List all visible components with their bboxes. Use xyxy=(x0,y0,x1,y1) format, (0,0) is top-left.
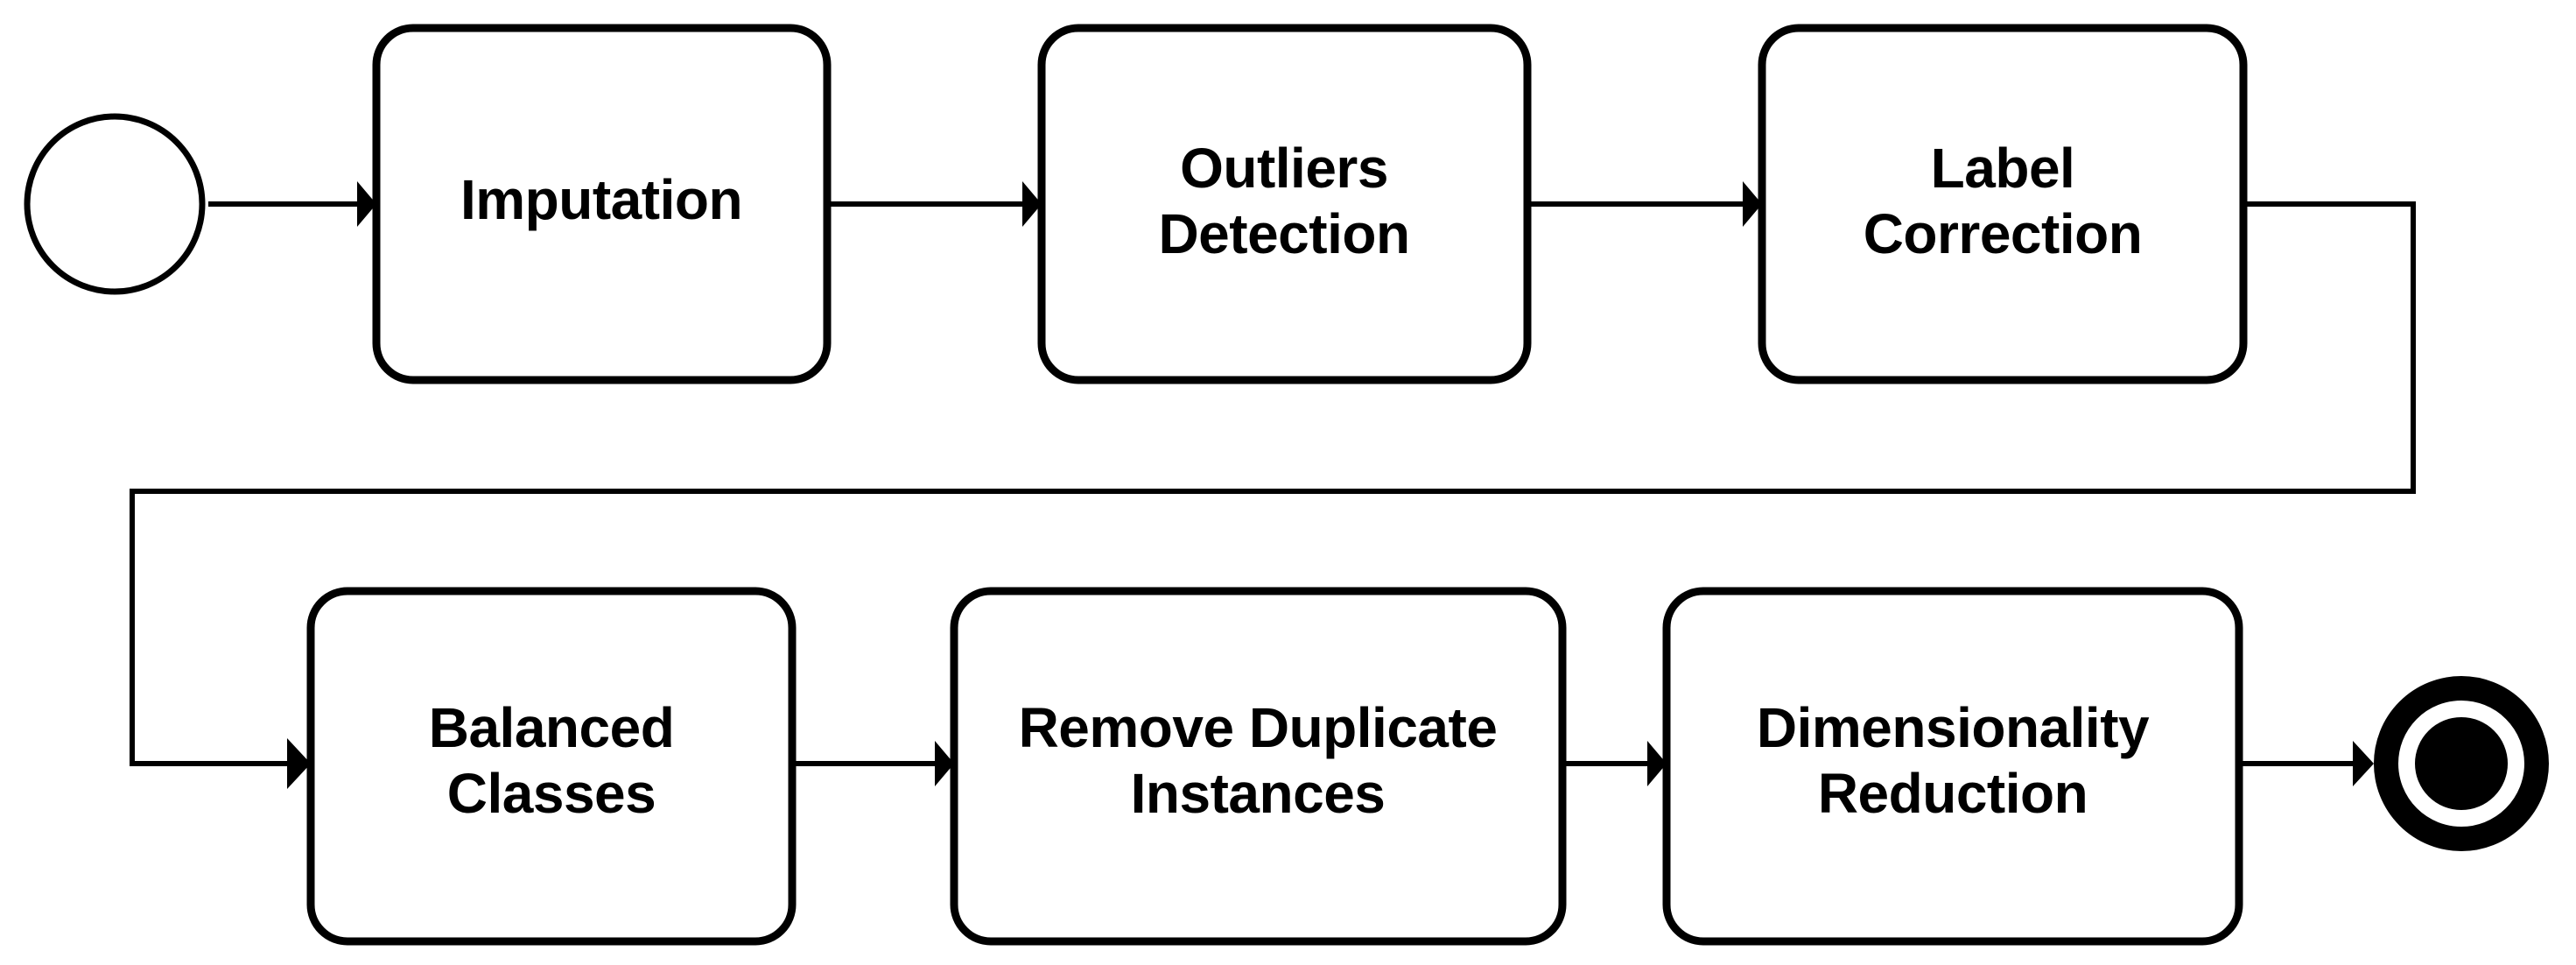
task-label-correction[interactable]: Label Correction xyxy=(1758,24,2248,384)
flow-dimensionality-reduction-to-end xyxy=(2239,741,2374,786)
task-balanced-classes[interactable]: Balanced Classes xyxy=(306,587,797,946)
task-outliers-detection-label-line-1: Outliers xyxy=(1180,137,1388,200)
task-outliers-detection[interactable]: Outliers Detection xyxy=(1037,24,1532,384)
task-dimensionality-reduction[interactable]: Dimensionality Reduction xyxy=(1662,587,2243,946)
task-label-correction-label-line-1: Label xyxy=(1931,137,2075,200)
task-remove-duplicates[interactable]: Remove Duplicate Instances xyxy=(950,587,1567,946)
task-dimensionality-reduction-label-line-1: Dimensionality xyxy=(1757,696,2150,759)
flow-remove-duplicates-to-dimensionality-reduction xyxy=(1562,741,1667,786)
flow-outliers-detection-to-label-correction xyxy=(1527,181,1762,227)
task-dimensionality-reduction-label-line-2: Reduction xyxy=(1818,762,2088,825)
task-label-correction-label-line-2: Correction xyxy=(1864,202,2143,265)
start-event[interactable] xyxy=(24,113,206,295)
task-imputation[interactable]: Imputation xyxy=(372,24,832,384)
flow-label-correction-to-balanced-classes xyxy=(130,201,2416,789)
flow-balanced-classes-to-remove-duplicates xyxy=(792,741,954,786)
task-imputation-label-line-1: Imputation xyxy=(460,168,742,231)
flow-imputation-to-outliers-detection xyxy=(827,181,1042,227)
task-balanced-classes-label-line-2: Classes xyxy=(447,762,656,825)
task-remove-duplicates-label-line-2: Instances xyxy=(1131,762,1386,825)
task-remove-duplicates-label-line-1: Remove Duplicate xyxy=(1019,696,1498,759)
end-event[interactable] xyxy=(2374,676,2549,851)
flow-start-to-imputation xyxy=(208,181,376,227)
task-outliers-detection-label-line-2: Detection xyxy=(1158,202,1409,265)
task-balanced-classes-label-line-1: Balanced xyxy=(429,696,675,759)
